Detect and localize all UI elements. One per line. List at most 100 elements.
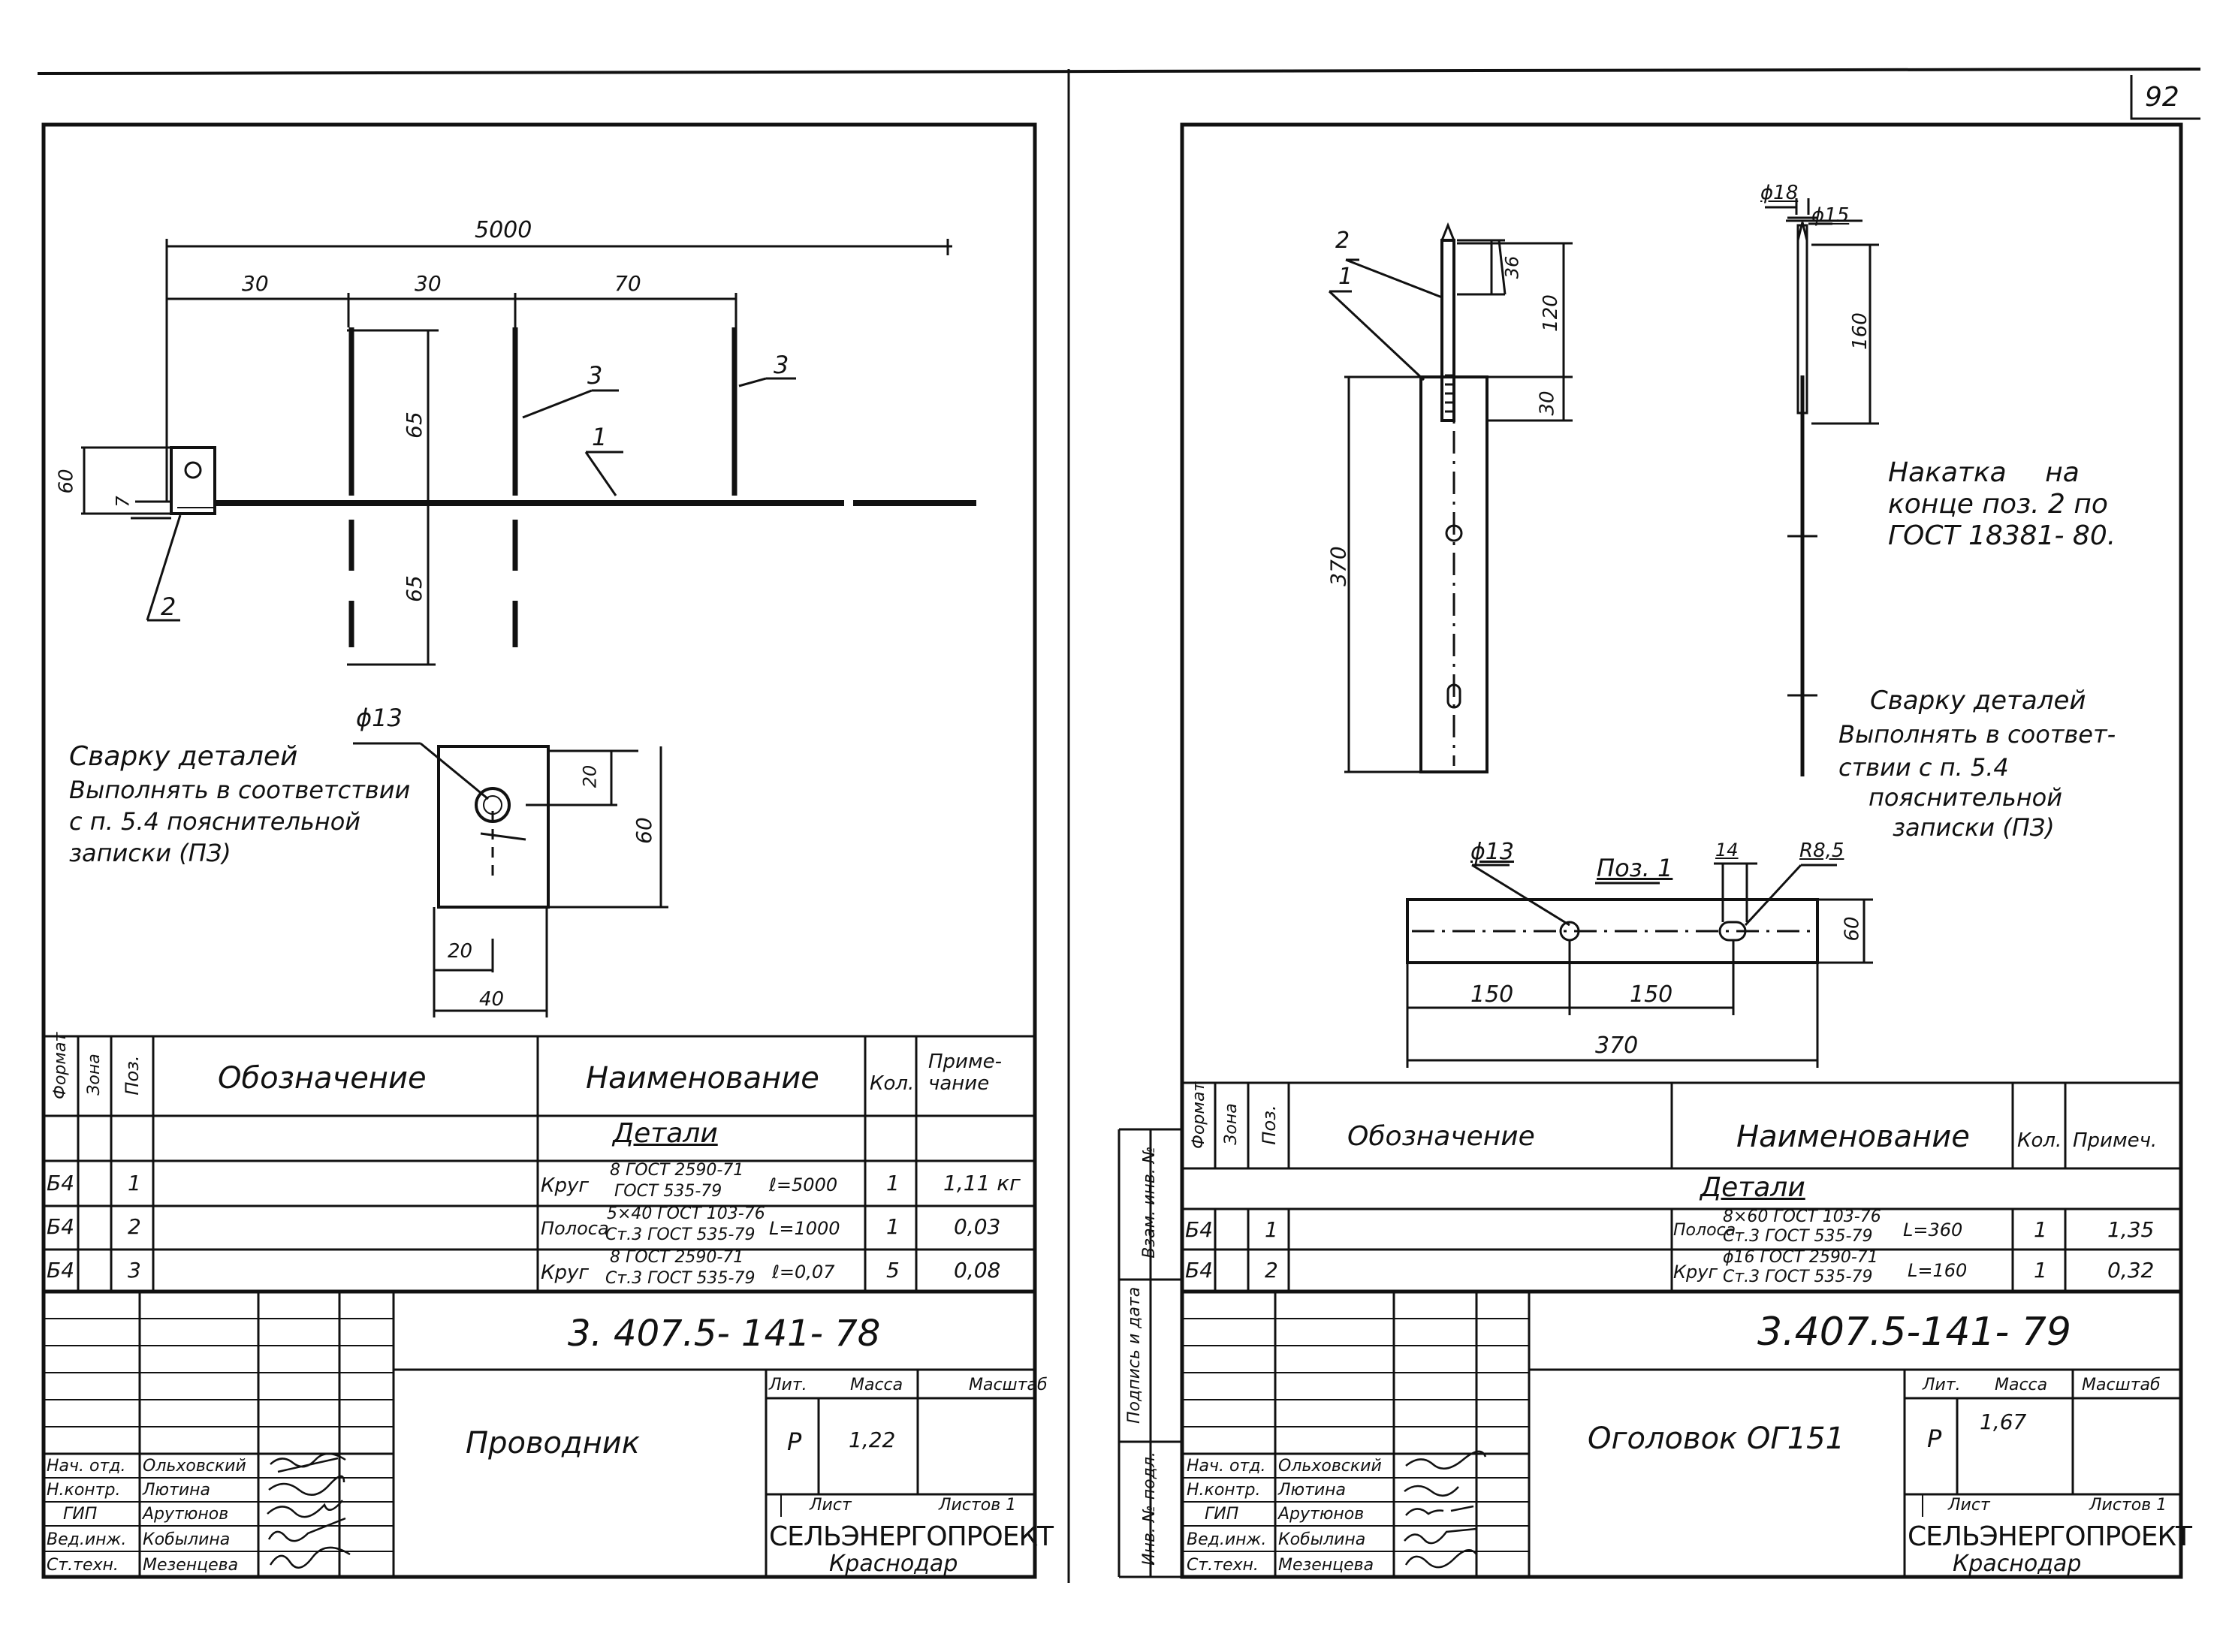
role: Ст.техн. — [47, 1556, 119, 1575]
right-doc-code: 3.407.5-141- 79 — [1757, 1310, 2071, 1355]
dim-30: 30 — [1536, 390, 1559, 416]
dim-36: 36 — [1501, 255, 1523, 279]
role: Вед.инж. — [47, 1530, 127, 1549]
hole-diameter: ϕ13 — [356, 704, 403, 732]
right-lit-value: Р — [1927, 1424, 1942, 1453]
pos1-detail-outline — [1406, 898, 1819, 964]
note-line: с п. 5.4 пояснительной — [69, 807, 361, 836]
plate-dim-40: 40 — [479, 988, 505, 1011]
plate-dim-20v: 20 — [579, 764, 601, 788]
right-city: Краснодар — [1953, 1551, 2082, 1577]
signer: Кобылина — [1278, 1530, 1366, 1549]
callout-2r: 2 — [1335, 228, 1350, 254]
signer: Мезенцева — [1278, 1556, 1374, 1575]
cell-frac-top: 8 ГОСТ 2590-71 — [610, 1161, 744, 1180]
knurl-line: конце поз. 2 по — [1888, 489, 2108, 520]
note-line: Сварку деталей — [1870, 686, 2086, 716]
cell-pos: 2 — [1265, 1258, 1278, 1283]
cell-name: Полоса — [541, 1218, 609, 1239]
note-line: пояснительной — [1869, 783, 2062, 812]
page-number-box — [2130, 75, 2200, 120]
note-line: Сварку деталей — [69, 741, 298, 772]
cell-note: 0,08 — [954, 1258, 1001, 1283]
signer: Ольховский — [1278, 1457, 1382, 1476]
right-weld-note: Сварку деталей Выполнять в соответ- стви… — [1838, 688, 2116, 840]
cell-frac-bot: ГОСТ 535-79 — [614, 1182, 722, 1201]
dim-60r: 60 — [1841, 916, 1864, 942]
plate-dim-60: 60 — [631, 817, 656, 844]
right-spec-h-format: Формат — [1190, 1081, 1208, 1149]
top-rule — [37, 68, 2201, 75]
cell-format: Б4 — [47, 1171, 75, 1195]
dim-370: 370 — [1326, 546, 1351, 586]
dim-370b: 370 — [1595, 1032, 1639, 1059]
right-scale-label: Масштаб — [2082, 1376, 2161, 1394]
signer: Арутюнов — [1278, 1505, 1365, 1524]
left-city: Краснодар — [829, 1551, 958, 1577]
cell-frac-top: ϕ16 ГОСТ 2590-71 — [1723, 1248, 1878, 1267]
right-spec-h-note: Примеч. — [2073, 1129, 2158, 1152]
left-weld-note: Сварку деталей Выполнять в соответствии … — [69, 741, 411, 867]
cell-len: ℓ=5000 — [769, 1174, 838, 1195]
right-spec-grid — [1182, 1081, 2181, 1294]
right-spec-h-qty: Кол. — [2017, 1129, 2062, 1152]
left-spec-h-zone: Зона — [85, 1054, 104, 1096]
left-spec-h-name: Наименование — [586, 1061, 819, 1096]
left-lit-value: Р — [787, 1427, 802, 1456]
right-doc-name: Оголовок ОГ151 — [1588, 1421, 1845, 1456]
left-doc-name: Проводник — [466, 1426, 640, 1461]
dim-up65: 65 — [401, 411, 427, 439]
left-lit-label: Лит. — [769, 1376, 807, 1394]
callout-3a: 3 — [587, 361, 603, 390]
left-spec-h-format: Формат — [51, 1032, 70, 1099]
cell-qty: 1 — [886, 1171, 900, 1195]
left-scale-label: Масштаб — [969, 1376, 1048, 1394]
cell-pos: 1 — [128, 1171, 141, 1195]
right-mass-label: Масса — [1995, 1376, 2048, 1394]
left-sheet-label: Лист — [810, 1496, 852, 1515]
dim-seg-b: 30 — [415, 271, 442, 296]
note-line: записки (ПЗ) — [1893, 813, 2055, 842]
note-line: записки (ПЗ) — [69, 839, 231, 867]
role: Н.контр. — [47, 1481, 121, 1500]
cell-format: Б4 — [47, 1214, 75, 1239]
right-signatures — [1404, 1450, 1487, 1569]
dim-r85: R8,5 — [1799, 840, 1844, 862]
signer: Арутюнов — [143, 1505, 229, 1524]
note-line: ствии с п. 5.4 — [1838, 753, 2009, 782]
cell-note: 1,35 — [2107, 1217, 2155, 1242]
right-spec-h-pos: Поз. — [1259, 1105, 1280, 1145]
role: Вед.инж. — [1187, 1530, 1267, 1549]
right-frame — [1180, 122, 2183, 1579]
cell-pos: 1 — [1265, 1217, 1278, 1242]
cell-format: Б4 — [47, 1258, 75, 1283]
right-spec-h-zone: Зона — [1222, 1103, 1241, 1145]
dim-phi15: ϕ15 — [1811, 204, 1850, 227]
left-spec-h-qty: Кол. — [870, 1072, 915, 1095]
side-label-signature-date: Подпись и дата — [1125, 1286, 1144, 1424]
plate-detail-outline — [437, 745, 550, 909]
cell-frac-top: 8 ГОСТ 2590-71 — [610, 1248, 744, 1267]
cell-pos: 2 — [128, 1214, 141, 1239]
left-spec-h-note: Приме-чание — [928, 1051, 1002, 1096]
dim-h60: 60 — [55, 469, 78, 494]
signer: Ольховский — [143, 1457, 246, 1476]
dim-14: 14 — [1715, 840, 1739, 861]
cell-note: 0,32 — [2107, 1258, 2155, 1283]
cell-note: 1,11 кг — [943, 1171, 1021, 1195]
left-signatures — [267, 1452, 351, 1569]
signer: Лютина — [1278, 1481, 1347, 1500]
right-org: СЕЛЬЭНЕРГОПРОЕКТ — [1908, 1521, 2192, 1552]
signer: Кобылина — [143, 1530, 231, 1549]
left-frame — [41, 122, 1037, 1579]
dim-phi18: ϕ18 — [1760, 182, 1799, 204]
dim-total: 5000 — [475, 217, 532, 243]
cell-frac-top: 8×60 ГОСТ 103-76 — [1723, 1207, 1881, 1226]
signer: Лютина — [143, 1481, 211, 1500]
cell-frac-bot: Ст.3 ГОСТ 535-79 — [1723, 1227, 1873, 1246]
left-spec-grid — [44, 1035, 1035, 1294]
right-lit-label: Лит. — [1923, 1376, 1961, 1394]
note-line: Выполнять в соответствии — [69, 776, 411, 804]
dim-160: 160 — [1848, 312, 1872, 350]
dim-down65: 65 — [401, 575, 427, 602]
